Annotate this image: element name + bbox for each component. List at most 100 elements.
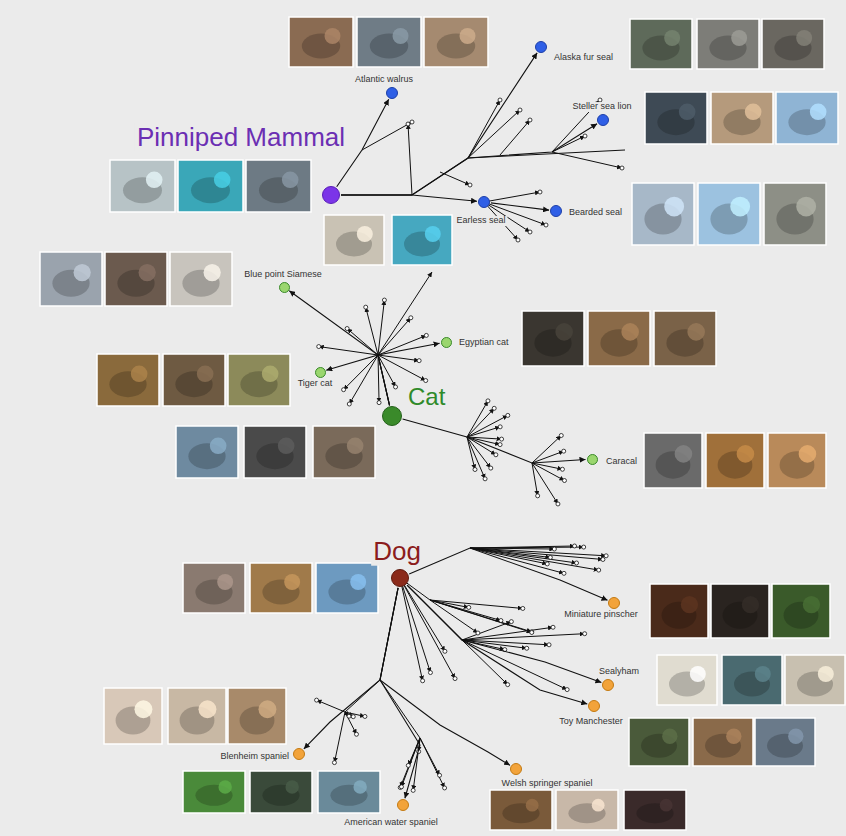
branch-tip [473,468,477,472]
branch-tip [544,223,548,227]
tree-connector [409,548,607,600]
tree-branch [378,335,426,355]
tree-branch [468,100,500,158]
node-label: Toy Manchester [557,717,625,727]
taxonomy-node: Egyptian cat [441,337,452,348]
photo-thumbnail [629,718,689,766]
photo-subject-head [347,437,364,454]
photo-subject-head [679,103,696,120]
tree-connector [407,585,601,683]
tree-branch [430,600,532,632]
node-label: Cat [406,384,447,410]
tree-connector [341,195,477,201]
tree-branch [430,600,523,608]
photo-thumbnail [324,215,384,265]
branch-tip [556,502,560,506]
tree-branch [420,738,445,788]
taxonomy-node: Earless seal [478,196,490,208]
photo-subject-head [210,437,227,454]
photo-thumbnail [630,19,692,69]
branch-tip [565,688,569,692]
tree-branch [317,700,345,712]
tree-branch [552,152,622,168]
tree-connector [304,588,398,749]
photo-thumbnail [711,92,773,144]
tree-connector [341,124,597,195]
photo-frame [522,311,584,366]
photo-thumbnail [40,252,102,306]
taxonomy-node: Blue point Siamese [279,282,290,293]
photo-frame [104,688,162,744]
photo-subject-head [726,729,741,744]
photo-subject-head [197,365,214,382]
photo-subject-head [350,574,366,590]
tree-branch [467,415,508,437]
node-label: Alaska fur seal [552,53,615,63]
tree-branch [334,712,345,763]
branch-tip [583,632,587,636]
branch-tip [498,443,502,447]
photo-frame [168,688,226,744]
branch-tip [364,305,368,309]
taxonomy-node: Blenheim spaniel [293,748,305,760]
photo-frame [645,92,707,144]
branch-tip [409,316,413,320]
photo-frame [40,252,102,306]
node-label: American water spaniel [342,818,440,828]
photo-thumbnail [110,160,175,212]
node-label: Pinniped Mammal [135,123,347,152]
photo-frame [246,160,311,212]
tree-connector [341,53,537,195]
photo-frame [183,563,245,613]
photo-frame [424,17,488,67]
photo-subject-head [258,700,276,718]
branch-tip [500,437,504,441]
photo-subject-head [139,264,156,281]
tree-branch [408,124,412,195]
tree-connector [380,588,420,798]
branch-tip [421,679,425,683]
node-label: Blue point Siamese [242,270,324,280]
taxonomy-node: Pinniped Mammal [322,186,340,204]
photo-subject-head [796,197,816,217]
taxonomy-node: Toy Manchester [588,700,600,712]
photo-thumbnail [170,252,232,306]
node-label: Dog [371,537,423,566]
photo-subject-head [218,780,231,793]
photo-subject-head [687,323,705,341]
branch-tip [494,453,498,457]
branch-tip [347,402,351,406]
node-label: Bearded seal [567,208,624,218]
photo-thumbnail [313,426,375,478]
tree-branch [462,640,508,685]
tree-branch [400,578,445,651]
photo-subject-head [425,226,441,242]
photo-thumbnail [711,584,769,638]
photo-frame [654,311,716,366]
photo-subject-head [745,103,762,120]
branch-tip [525,646,529,650]
photo-frame [183,771,245,813]
tree-branch [345,712,356,734]
photo-thumbnail [246,160,311,212]
photo-subject-head [818,666,834,682]
photo-thumbnail [490,790,552,830]
photo-frame [711,92,773,144]
photo-thumbnail [178,160,243,212]
branch-tip [428,671,432,675]
branch-tip [498,98,502,102]
photo-thumbnail [693,718,753,766]
tree-branch [430,600,532,632]
taxonomy-node: Tiger cat [315,367,326,378]
branch-tip [345,327,349,331]
branch-tip [547,643,551,647]
photo-thumbnail [176,426,238,478]
photo-frame [755,718,815,766]
photo-frame [289,17,353,67]
photo-subject-head [526,799,539,812]
branch-tip [489,466,493,470]
tree-branch [462,627,553,640]
tree-connector [403,419,586,463]
photo-subject-head [131,365,148,382]
branch-tip [468,183,472,187]
